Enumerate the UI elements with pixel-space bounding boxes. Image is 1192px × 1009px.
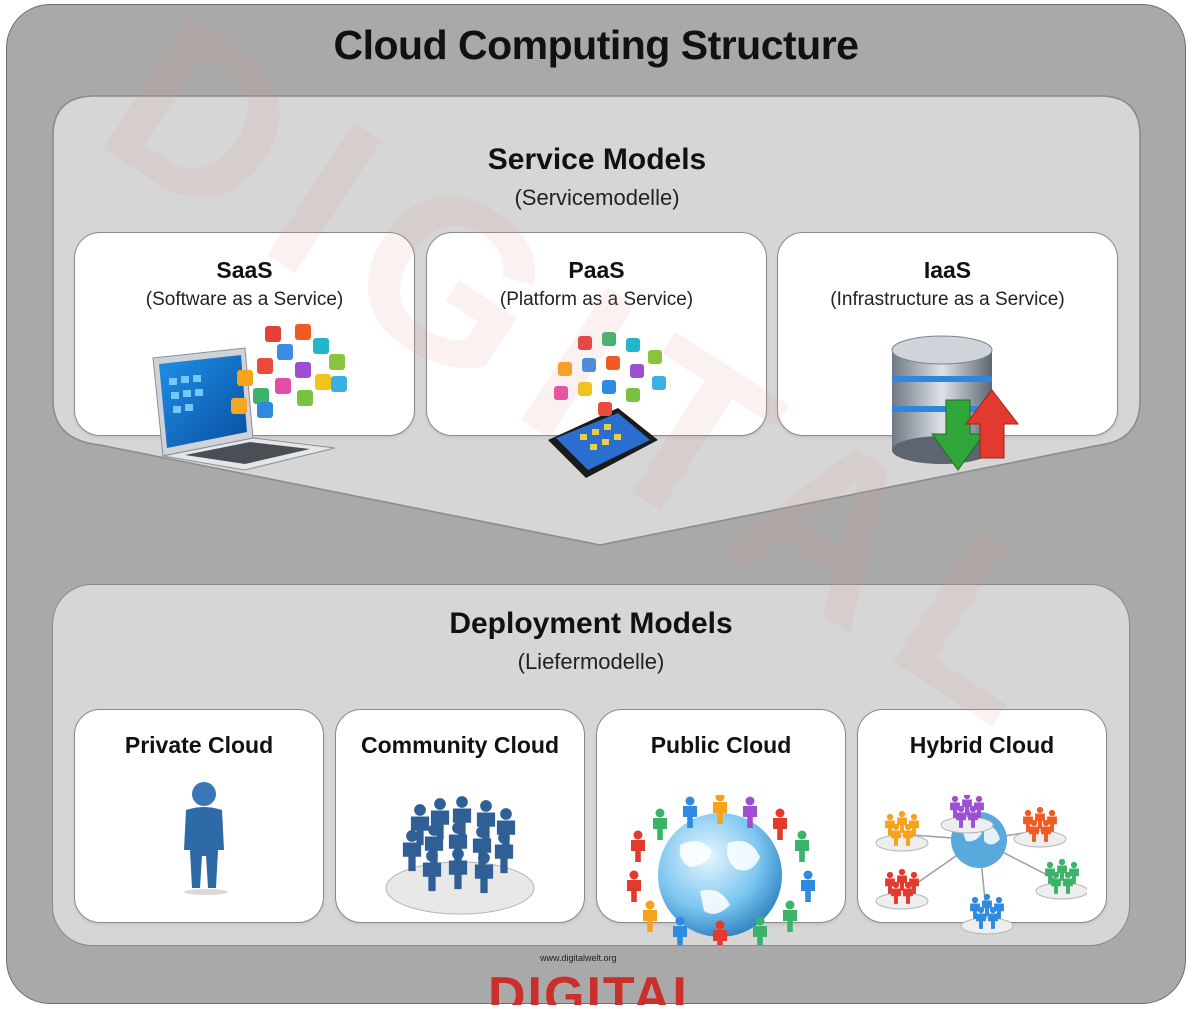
card-iaas-title: IaaS [923,257,972,283]
hybrid-network-icon [875,795,1087,935]
person-figure [801,870,815,902]
card-hybrid-cloud-title: Hybrid Cloud [909,732,1055,758]
person-figure [743,796,757,828]
person-figure [773,808,787,840]
person-figure [994,896,1004,919]
person-figure [970,896,980,919]
person-figure [753,916,767,945]
card-saas-desc: (Software as a Service) [145,289,344,310]
person-figure [494,832,514,874]
svg-text:DIGITAL: DIGITAL [488,967,688,1005]
person-figure [885,813,895,836]
laptop-apps-icon [152,324,347,471]
card-paas-desc: (Platform as a Service) [499,289,694,310]
group-of-people-icon [385,796,535,915]
person-figure [903,823,913,846]
person-figure [452,796,472,838]
card-saas-title: SaaS [216,257,273,283]
person-figure [627,870,641,902]
person-figure [988,906,998,929]
person-figure [897,810,907,833]
card-public-cloud-title: Public Cloud [650,732,792,758]
person-figure [1069,861,1079,884]
person-figure [968,805,978,828]
person-figure [643,900,657,932]
deployment-models-title: Deployment Models [449,607,733,640]
person-figure [950,795,960,818]
person-figure [891,823,901,846]
person-figure [410,804,430,846]
person-figure [885,871,895,894]
person-figure [795,830,809,862]
person-figure [962,795,972,815]
person-figure [673,916,687,945]
person-figure [1063,871,1073,894]
person-figure [956,805,966,828]
person-figure [1041,819,1051,842]
person-figure [474,852,494,894]
card-paas-title: PaaS [568,257,625,283]
deployment-models-subtitle: (Liefermodelle) [517,649,665,674]
smartphone-apps-icon [548,332,666,478]
person-figure [1045,861,1055,884]
card-iaas-desc: (Infrastructure as a Service) [830,289,1065,310]
database-icon [891,335,1020,471]
person-figure [1023,809,1033,832]
page-title: Cloud Computing Structure [333,22,859,68]
person-figure [891,881,901,904]
single-person-icon [184,782,228,895]
person-figure [982,893,992,916]
person-figure [1035,806,1045,829]
person-figure [422,850,442,892]
person-figure [909,813,919,836]
person-figure [683,796,697,828]
person-figure [974,795,984,818]
person-figure [713,795,727,824]
person-figure [903,881,913,904]
person-figure [1051,871,1061,894]
globe-with-people-icon [627,795,815,945]
person-figure [402,830,422,872]
person-figure [897,868,907,891]
footer-logo: DIGITAL [488,965,688,1005]
service-models-subtitle: (Servicemodelle) [514,185,680,210]
person-figure [653,808,667,840]
footer-url: www.digitalwelt.org [540,953,617,963]
person-figure [1047,809,1057,832]
person-figure [783,900,797,932]
person-figure [713,920,727,945]
person-figure [476,800,496,842]
person-figure [976,906,986,929]
person-figure [1029,819,1039,842]
person-figure [1057,858,1067,881]
person-figure [430,798,450,840]
person-figure [631,830,645,862]
card-community-cloud-title: Community Cloud [360,732,560,758]
service-models-title: Service Models [487,143,707,176]
card-private-cloud-title: Private Cloud [124,732,274,758]
person-figure [909,871,919,894]
person-figure [448,848,468,890]
